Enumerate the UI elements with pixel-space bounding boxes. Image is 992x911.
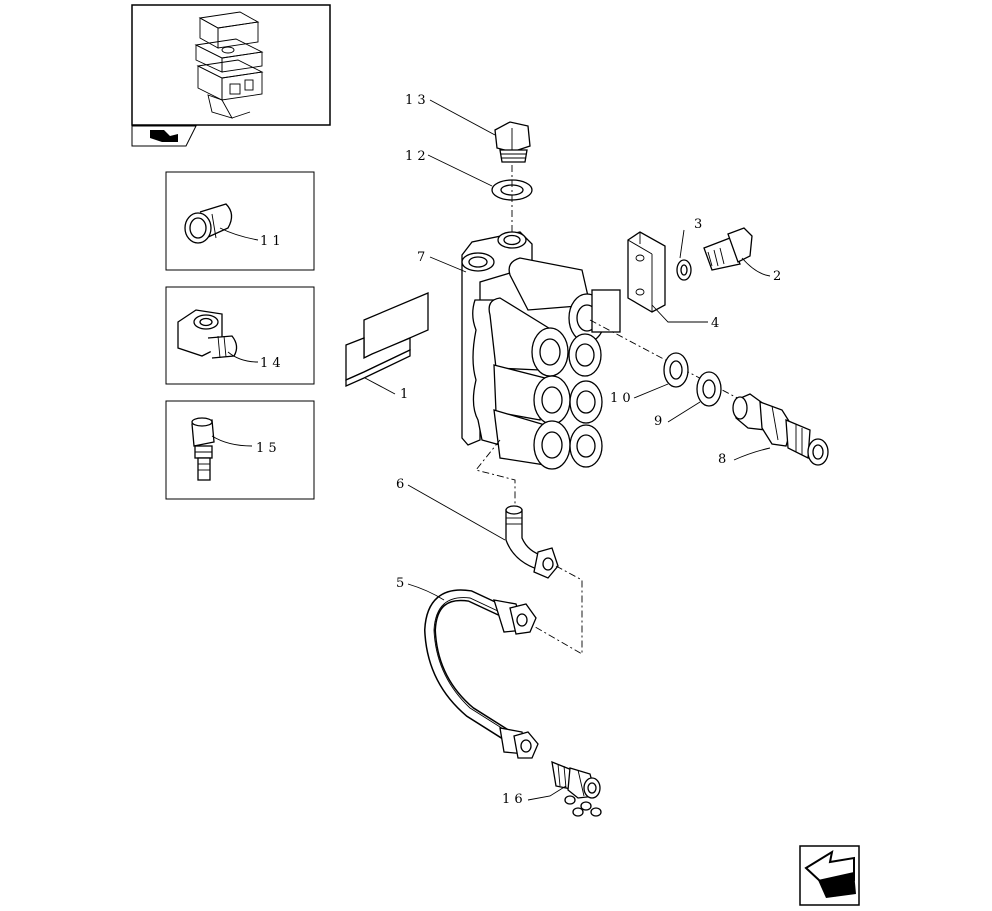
- callout-13: 1 3: [405, 93, 426, 108]
- callout-6: 6: [396, 477, 404, 492]
- test-coupling-16: [551, 760, 602, 817]
- washer-9: [696, 371, 722, 407]
- return-arrow-icon[interactable]: [799, 845, 860, 906]
- hand-book-icon[interactable]: [131, 125, 197, 147]
- callout-7: 7: [417, 250, 425, 265]
- elbow-fitting-6: [505, 505, 559, 579]
- washer-10: [663, 352, 689, 388]
- callout-3: 3: [694, 217, 702, 232]
- callout-10: 1 0: [610, 391, 631, 406]
- valve-block-7: [461, 231, 621, 470]
- inset-box-15: [165, 400, 315, 500]
- adapter-fitting-8: [732, 393, 829, 466]
- inset-box-11: [165, 171, 315, 271]
- callout-5: 5: [396, 576, 404, 591]
- plug-13: [494, 121, 531, 163]
- bracket-1: [345, 292, 429, 388]
- callout-14: 1 4: [260, 356, 281, 371]
- callout-12: 1 2: [405, 149, 426, 164]
- callout-2: 2: [773, 269, 781, 284]
- assembly-thumbnail-icon[interactable]: [131, 4, 331, 126]
- callout-11: 1 1: [260, 234, 281, 249]
- callout-16: 1 6: [502, 792, 523, 807]
- callout-1: 1: [400, 387, 408, 402]
- straight-fitting-15: [191, 417, 215, 481]
- callout-9: 9: [654, 414, 662, 429]
- banjo-fitting-14: [177, 309, 238, 359]
- callout-8: 8: [718, 452, 726, 467]
- hose-5: [423, 589, 539, 759]
- callout-4: 4: [711, 316, 719, 331]
- lock-washer-3: [676, 259, 692, 281]
- strap-plate-4: [627, 231, 666, 313]
- inset-box-14: [165, 286, 315, 385]
- bolt-2: [703, 227, 753, 271]
- callout-15: 1 5: [256, 441, 277, 456]
